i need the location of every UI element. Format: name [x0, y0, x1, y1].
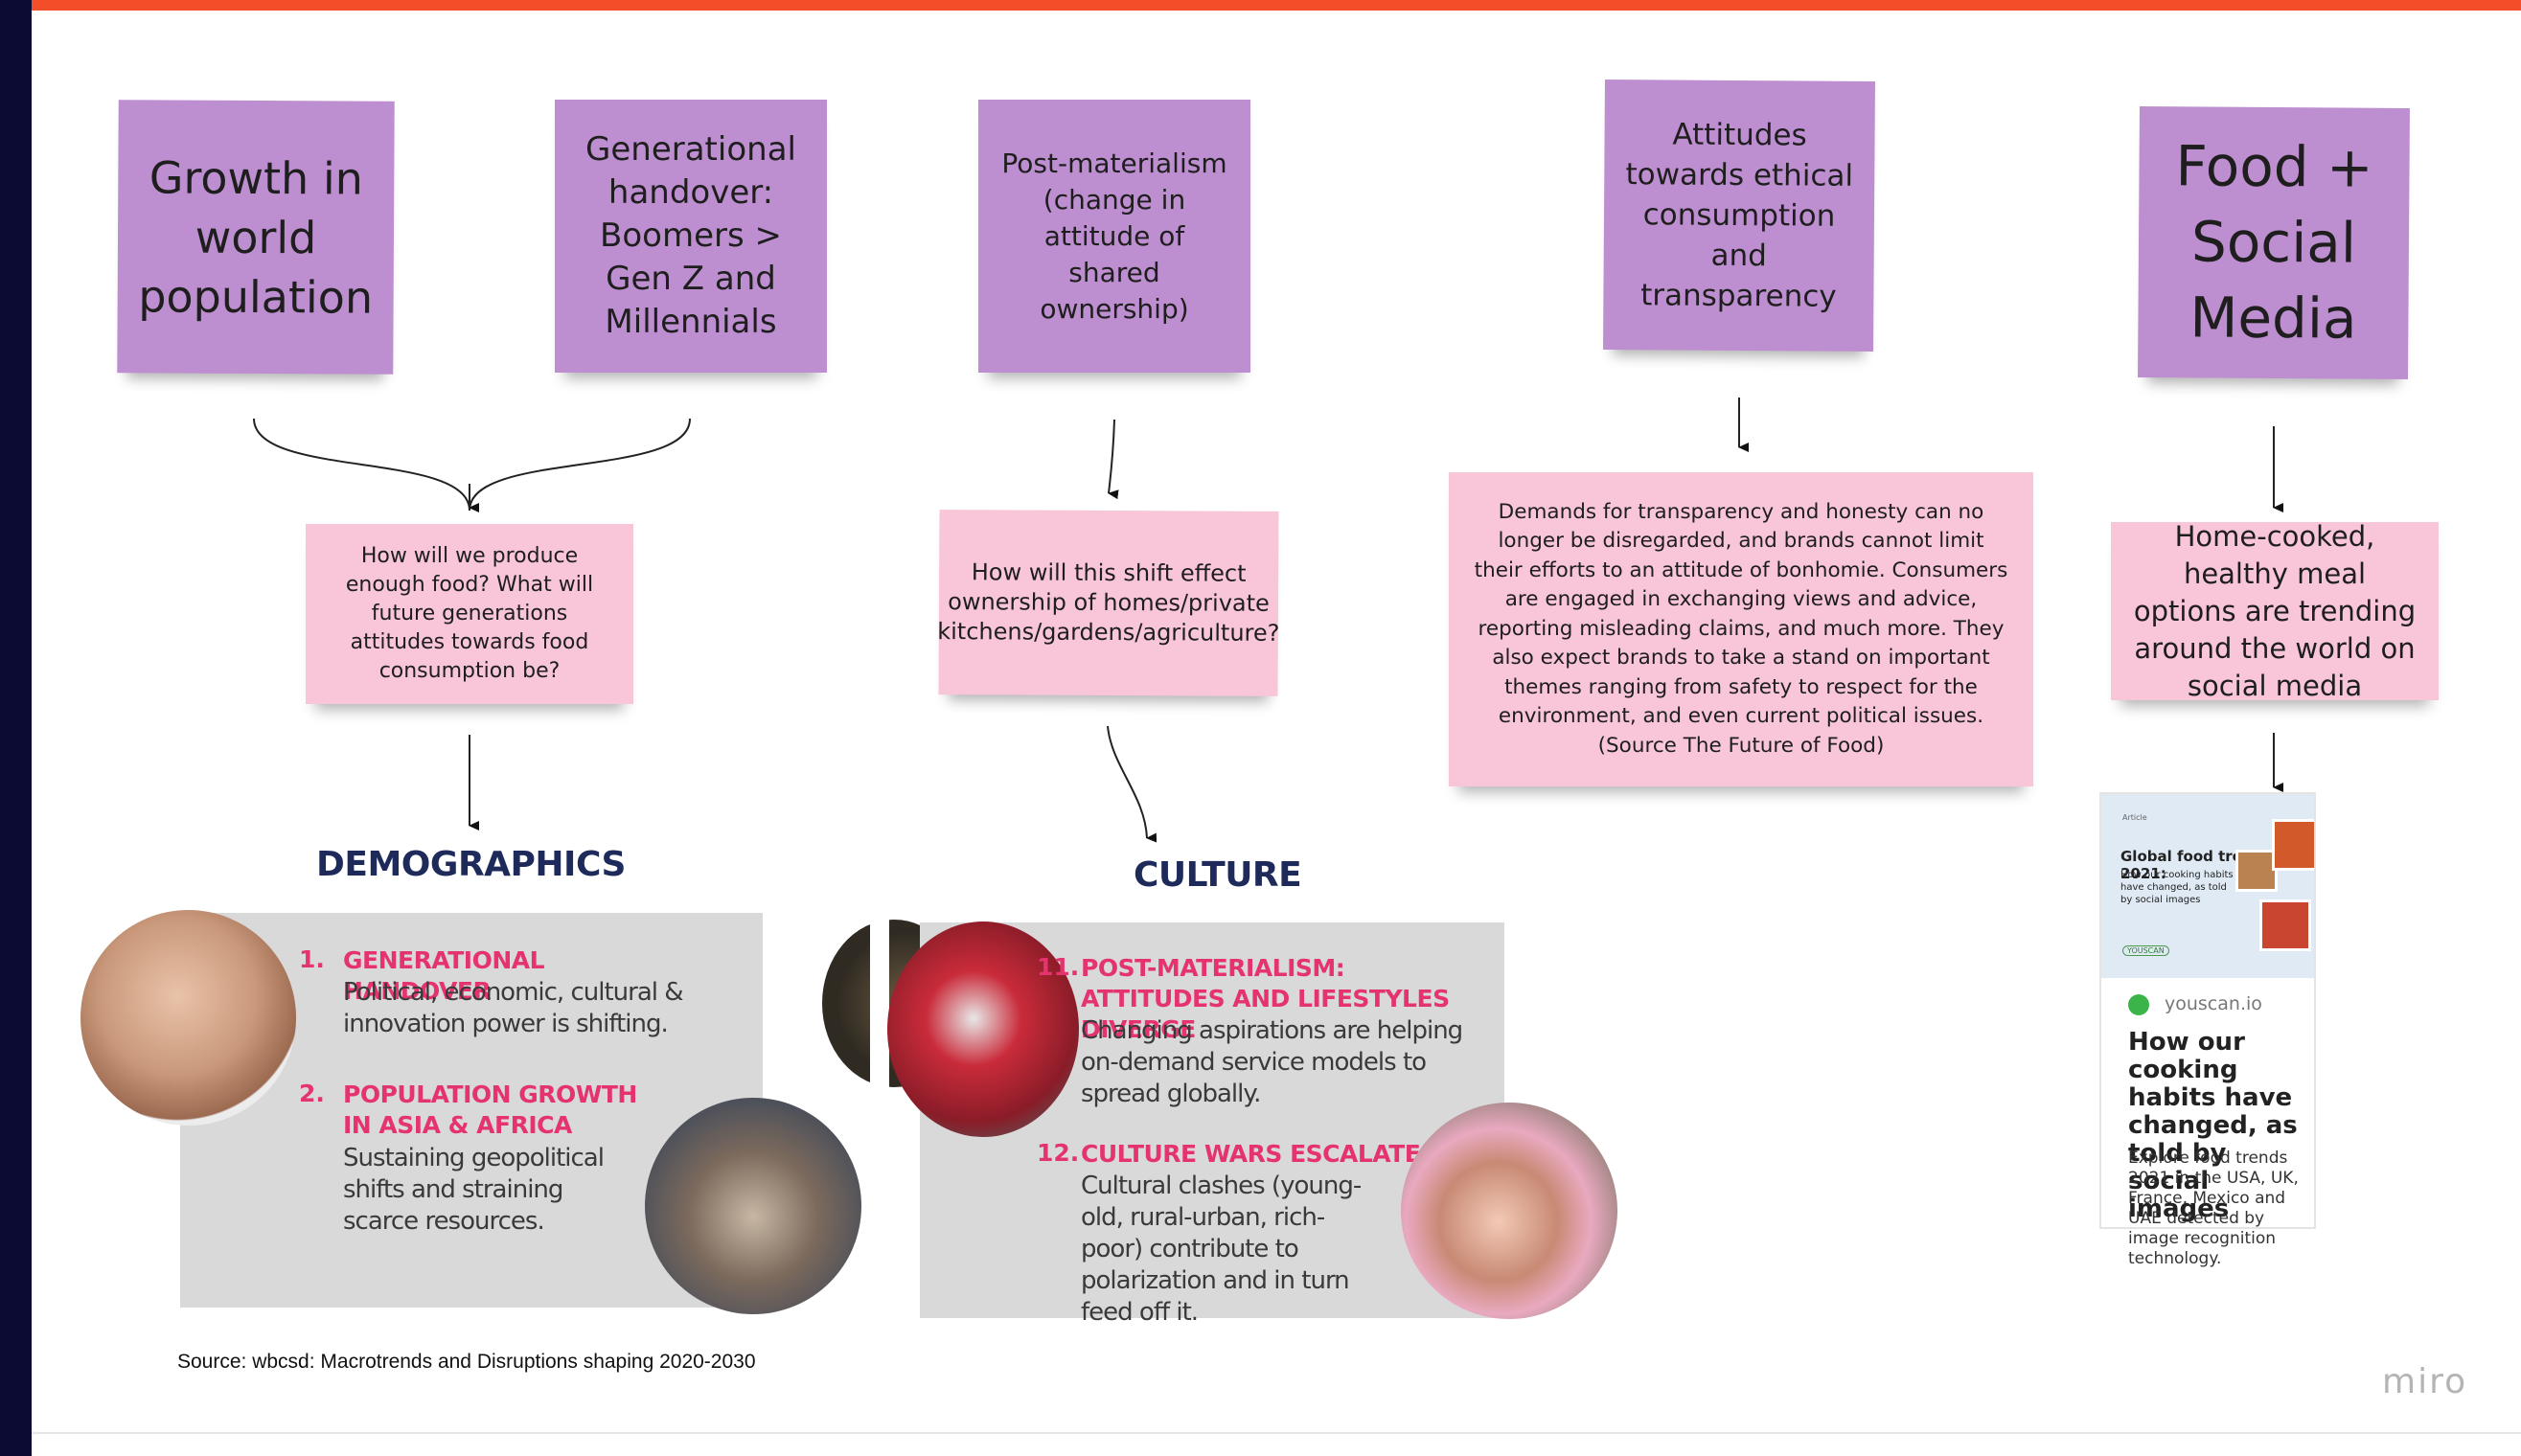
- food-photo-a: [2235, 850, 2278, 892]
- city-street-image: [645, 1098, 861, 1314]
- card-thumbnail: Article Global food trends 2021: How our…: [2101, 794, 2314, 978]
- demographics-item1-number: 1.: [299, 945, 325, 973]
- sticky-generational-handover-text: Generational handover: Boomers > Gen Z a…: [585, 130, 796, 341]
- sticky-transparency-demands-text: Demands for transparency and honesty can…: [1474, 499, 2008, 758]
- top-accent-bar: [0, 0, 2521, 11]
- sticky-home-cooked-trend[interactable]: Home-cooked, healthy meal options are tr…: [2111, 520, 2439, 702]
- food-photo-b: [2272, 819, 2314, 871]
- sticky-food-social-media[interactable]: Food + Social Media: [2138, 106, 2410, 379]
- miro-logo: miro: [2382, 1362, 2468, 1401]
- card-img-brand: YOUSCAN: [2122, 945, 2169, 956]
- sticky-growth-population-text: Growth in world population: [138, 150, 374, 324]
- brace-connector: [253, 418, 691, 512]
- site-favicon-icon: [2128, 994, 2149, 1015]
- sticky-post-materialism-text: Post-materialism (change in attitude of …: [1001, 147, 1227, 325]
- sticky-growth-population[interactable]: Growth in world population: [117, 100, 395, 375]
- red-bikes-image: [887, 921, 1079, 1137]
- culture-item1-number: 11.: [1037, 953, 1080, 981]
- sticky-question-food-production[interactable]: How will we produce enough food? What wi…: [306, 524, 633, 704]
- culture-item2-number: 12.: [1037, 1139, 1080, 1167]
- link-preview-card[interactable]: Article Global food trends 2021: How our…: [2099, 792, 2316, 1268]
- source-note: Source: wbcsd: Macrotrends and Disruptio…: [177, 1351, 756, 1373]
- card-site: youscan.io: [2165, 993, 2262, 1014]
- demographics-item2-body: Sustaining geopolitical shifts and strai…: [343, 1144, 605, 1236]
- card-img-tag: Article: [2122, 813, 2147, 822]
- card-title: How our cooking habits have changed, as …: [2128, 1028, 2298, 1223]
- sticky-food-social-media-text: Food + Social Media: [2175, 133, 2373, 352]
- bottom-divider: [32, 1432, 2521, 1434]
- left-toolbar-edge: [0, 0, 32, 1456]
- portrait-poster-image: [1401, 1103, 1617, 1319]
- demographics-item1-title: GENERATIONAL HANDOVER: [343, 946, 545, 1005]
- culture-item2-title: CULTURE WARS ESCALATE: [1081, 1140, 1421, 1168]
- face-image: [80, 910, 296, 1126]
- demographics-item2-title: POPULATION GROWTH IN ASIA & AFRICA: [343, 1081, 637, 1139]
- sticky-question-ownership-text: How will this shift effect ownership of …: [937, 558, 1280, 647]
- sticky-post-materialism[interactable]: Post-materialism (change in attitude of …: [978, 100, 1250, 373]
- sticky-home-cooked-trend-text: Home-cooked, healthy meal options are tr…: [2133, 519, 2417, 702]
- sticky-ethical-consumption[interactable]: Attitudes towards ethical consumption an…: [1603, 80, 1875, 352]
- sticky-question-ownership[interactable]: How will this shift effect ownership of …: [937, 510, 1280, 696]
- culture-mask: [870, 910, 889, 1102]
- card-img-title: Global food trends 2021:: [2120, 848, 2272, 882]
- food-photo-c: [2259, 899, 2311, 951]
- culture-heading: CULTURE: [1134, 855, 1302, 895]
- card-img-subtitle: How our cooking habits have changed, as …: [2120, 870, 2234, 905]
- arrow-s3-q2: [1108, 419, 1119, 500]
- demographics-item2-number: 2.: [299, 1080, 325, 1107]
- sticky-ethical-consumption-text: Attitudes towards ethical consumption an…: [1625, 117, 1854, 314]
- arrow-q2-culture: [1107, 725, 1157, 843]
- sticky-generational-handover[interactable]: Generational handover: Boomers > Gen Z a…: [555, 100, 827, 373]
- culture-item1-title: POST-MATERIALISM: ATTITUDES AND LIFESTYL…: [1081, 954, 1450, 1043]
- card-description: Explore food trends 2021 in the USA, UK,…: [2128, 1149, 2299, 1268]
- sticky-transparency-demands[interactable]: Demands for transparency and honesty can…: [1449, 472, 2033, 786]
- culture-item1-body: Changing aspirations are helping on-dema…: [1081, 1016, 1463, 1108]
- culture-item2-body: Cultural clashes (young-old, rural-urban…: [1081, 1172, 1362, 1327]
- demographics-heading: DEMOGRAPHICS: [316, 845, 626, 884]
- sticky-question-food-production-text: How will we produce enough food? What wi…: [345, 544, 594, 683]
- demographics-item1-body: Political, economic, cultural & innovati…: [343, 978, 684, 1038]
